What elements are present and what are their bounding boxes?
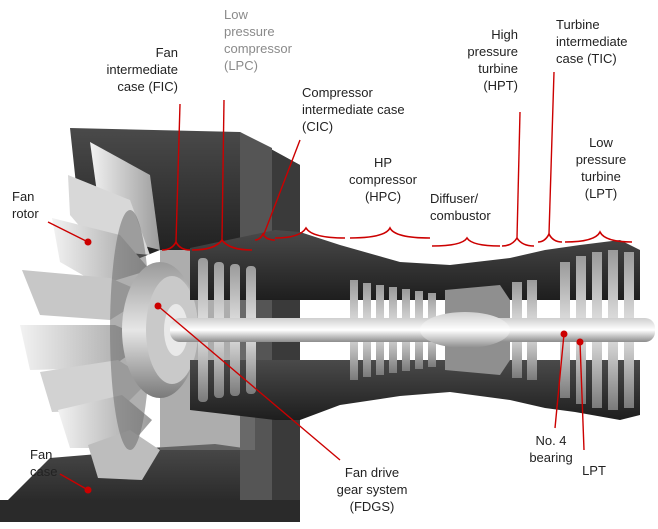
label-no4-bearing: No. 4 bearing [529, 433, 573, 465]
label-low-pressure-turbine: Low pressure turbine (LPT) [575, 135, 627, 201]
leader-dots [84, 238, 584, 494]
label-high-pressure-turbine: High pressure turbine (HPT) [467, 27, 518, 93]
label-lpt: LPT [582, 463, 606, 478]
label-fan-rotor: Fan rotor [12, 189, 39, 221]
label-fan-intermediate-case: Fan intermediate case (FIC) [106, 45, 178, 94]
label-turbine-intermediate-case: Turbine intermediate case (TIC) [556, 17, 628, 66]
label-compressor-intermediate-case: Compressor intermediate case (CIC) [302, 85, 405, 134]
leader-lines [47, 71, 585, 491]
core-casing-top [190, 230, 640, 300]
label-fan-case: Fan case [30, 447, 58, 479]
label-fan-drive-gear-system: Fan drive gear system (FDGS) [336, 465, 408, 514]
label-diffuser-combustor: Diffuser/ combustor [430, 191, 491, 223]
label-hp-compressor: HP compressor (HPC) [349, 155, 417, 204]
label-low-pressure-compressor: Low pressure compressor (LPC) [224, 7, 292, 73]
main-shaft [170, 318, 655, 342]
fan-blades [20, 142, 160, 480]
